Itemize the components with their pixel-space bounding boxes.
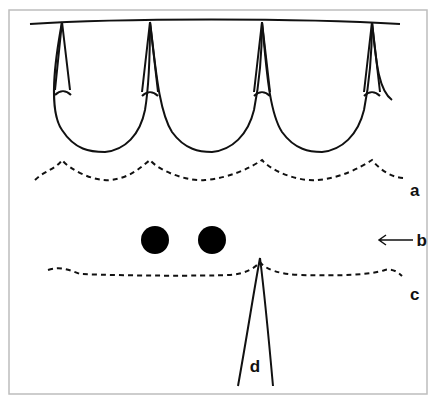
frame — [9, 10, 427, 394]
crown — [54, 22, 150, 152]
top-line — [30, 20, 400, 25]
teeth-outline — [30, 20, 400, 153]
callout-letter: c — [410, 286, 419, 303]
dashed-line — [35, 160, 405, 180]
dashed-line — [48, 262, 402, 276]
callout-letter: a — [410, 182, 419, 199]
callout-letter: d — [250, 358, 260, 375]
interdental-mark — [254, 22, 270, 96]
black-dot — [198, 226, 226, 254]
interdental-mark — [142, 22, 158, 96]
crown — [262, 22, 372, 152]
spike — [238, 258, 273, 386]
crown — [150, 22, 262, 152]
interdental-mark — [364, 22, 380, 96]
crown — [372, 22, 392, 100]
callout-letter: b — [417, 232, 427, 249]
interdental-mark — [55, 22, 71, 95]
black-dot — [141, 226, 169, 254]
pointer-arrow — [379, 235, 413, 245]
